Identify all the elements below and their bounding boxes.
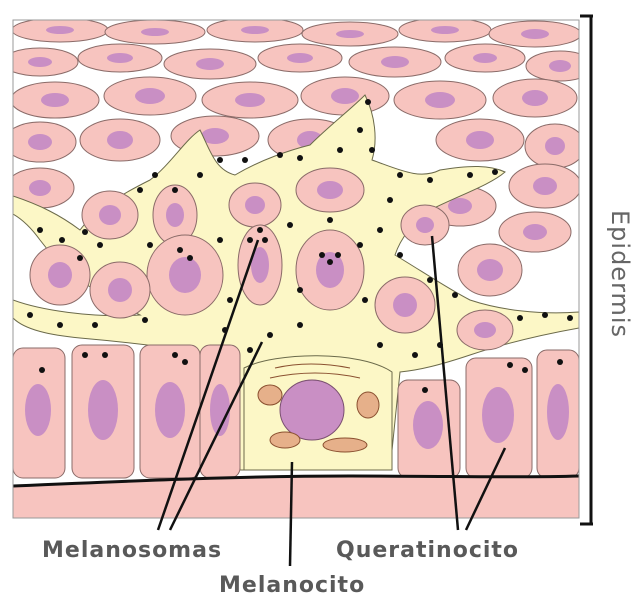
label-epidermis-wrapper: Epidermis <box>598 210 631 350</box>
melanocyte-nucleus <box>280 380 344 440</box>
label-melanocito: Melanocito <box>219 573 365 598</box>
label-epidermis: Epidermis <box>606 210 631 338</box>
label-melanosomas: Melanosomas <box>42 538 222 563</box>
tissue-section <box>2 18 594 518</box>
label-queratinocito: Queratinocito <box>336 538 519 563</box>
melanocyte-body <box>244 356 392 470</box>
epidermis-bracket <box>580 16 593 524</box>
